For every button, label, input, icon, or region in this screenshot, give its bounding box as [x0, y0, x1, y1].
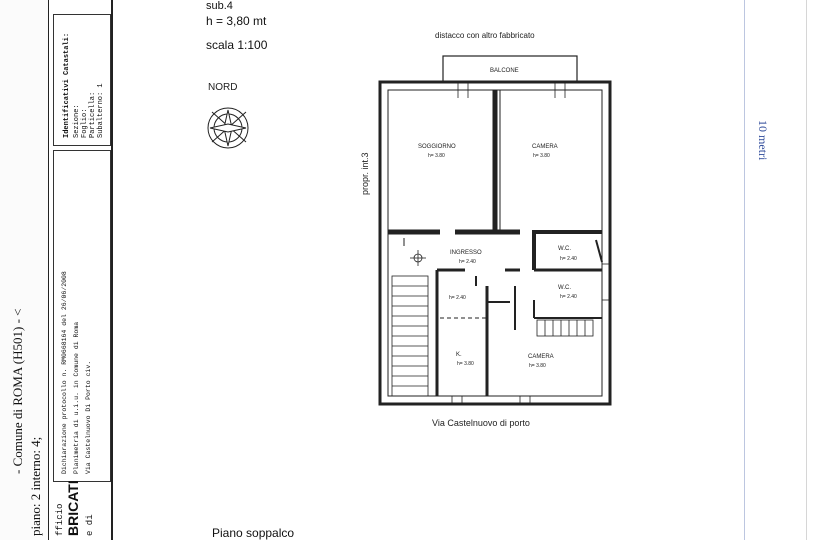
scale-rule: [744, 0, 745, 540]
cadastral-side-panel: Identificativi Catastali: Sezione: Fogli…: [48, 0, 113, 540]
room-wc-1-height: h= 2.40: [560, 256, 577, 262]
north-arrow-icon: [207, 107, 249, 149]
side-note: propr. int.3: [360, 152, 370, 195]
room-camera-bottom-height: h= 3.80: [529, 363, 546, 369]
north-label: NORD: [208, 82, 237, 93]
top-note: distacco con altro fabbricato: [435, 31, 535, 40]
scale-label: scala 1:100: [206, 38, 268, 52]
room-wc-2-height: h= 2.40: [560, 294, 577, 300]
floor-title: Piano soppalco: [212, 526, 295, 540]
plan-walls: [378, 55, 612, 406]
room-camera-top-height: h= 3.80: [533, 153, 550, 159]
room-wc-1: W.C.: [558, 246, 571, 252]
room-soggiorno-height: h= 3.80: [428, 153, 445, 159]
mezzanine-stair: [536, 319, 594, 337]
entrance-symbol-icon: [410, 250, 426, 266]
page-right-edge: [806, 0, 807, 540]
staircase: [391, 275, 429, 397]
street-label: Via Castelnuovo di porto: [432, 418, 530, 428]
ident-box: [53, 14, 111, 146]
room-corridor-height: h= 2.40: [449, 295, 466, 301]
windows: [451, 82, 610, 404]
sub-label: sub.4: [206, 0, 233, 12]
room-k-height: h= 3.80: [457, 361, 474, 367]
room-k: K.: [456, 352, 462, 358]
room-ingresso: INGRESSO: [450, 250, 482, 256]
room-wc-2: W.C.: [558, 285, 571, 291]
height-label: h = 3,80 mt: [206, 14, 267, 28]
room-balcone: BALCONE: [490, 68, 519, 74]
room-camera-bottom: CAMERA: [528, 354, 554, 360]
room-camera-top: CAMERA: [532, 144, 558, 150]
room-ingresso-height: h= 2.40: [459, 259, 476, 265]
page-edge: [0, 0, 48, 540]
room-soggiorno: SOGGIORNO: [418, 144, 456, 150]
declaration-box: [53, 150, 111, 482]
